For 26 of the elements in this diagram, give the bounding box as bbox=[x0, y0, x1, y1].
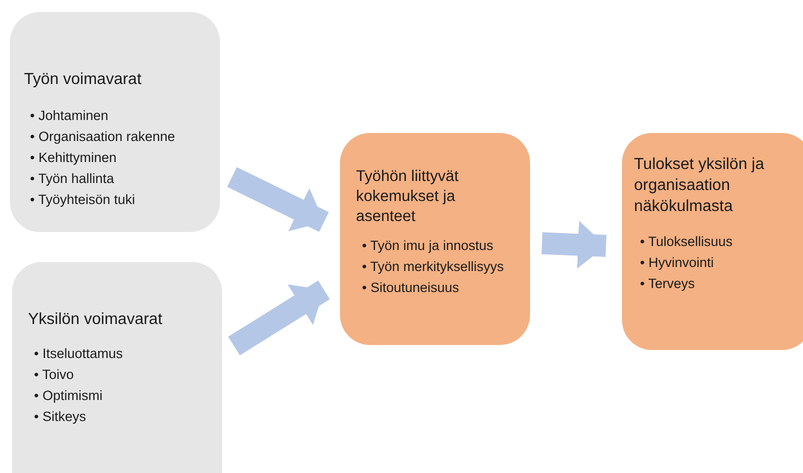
bullet-item: • Työn merkityksellisyys bbox=[361, 258, 504, 276]
bullet-item: • Kehittyminen bbox=[29, 148, 117, 167]
box-heading: Tulokset yksilön ja organisaation näkökulmasta bbox=[634, 155, 766, 217]
bullet-item: • Itseluottamus bbox=[33, 344, 123, 363]
box-heading: Työhön liittyvät kokemukset ja asenteet bbox=[356, 167, 460, 228]
bullet-item: • Johtaminen bbox=[29, 106, 108, 125]
rounded-box bbox=[622, 133, 803, 350]
bullet-item: • Hyvinvointi bbox=[639, 254, 714, 272]
block-arrow bbox=[228, 280, 330, 356]
bullet-item: • Sitkeys bbox=[33, 408, 86, 426]
rounded-box bbox=[340, 133, 530, 345]
bullet-item: • Tuloksellisuus bbox=[639, 233, 733, 252]
bullet-item: • Sitoutuneisuus bbox=[361, 279, 460, 298]
bullet-item: • Työn hallinta bbox=[29, 170, 114, 188]
bullet-item: • Organisaation rakenne bbox=[29, 128, 176, 146]
bullet-item: • Työyhteisön tuki bbox=[29, 190, 136, 209]
block-arrow bbox=[542, 220, 606, 269]
box-heading: Työn voimavarat bbox=[24, 70, 142, 90]
bullet-item: • Optimismi bbox=[33, 386, 102, 405]
box-heading: Yksilön voimavarat bbox=[28, 310, 164, 330]
block-arrow bbox=[227, 167, 329, 232]
rounded-box bbox=[10, 12, 220, 232]
bullet-item: • Terveys bbox=[639, 275, 695, 294]
rounded-box bbox=[12, 262, 222, 473]
bullet-item: • Työn imu ja innostus bbox=[361, 237, 494, 256]
bullet-item: • Toivo bbox=[33, 366, 74, 384]
